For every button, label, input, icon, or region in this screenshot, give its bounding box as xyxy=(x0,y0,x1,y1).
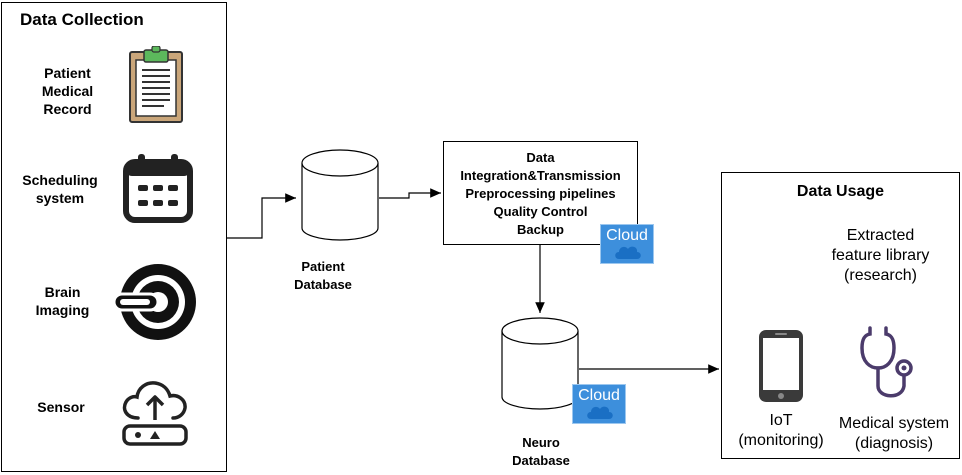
stethoscope-icon xyxy=(860,326,913,398)
neuro-cloud-label: Cloud xyxy=(578,387,620,404)
scheduling-system-label: Scheduling system xyxy=(22,172,98,206)
medical-system-label: Medical system (diagnosis) xyxy=(838,415,950,452)
data-usage-title: Data Usage xyxy=(796,183,885,200)
processing-line-integration: Integration&Transmission xyxy=(460,168,621,183)
processing-line-backup: Backup xyxy=(517,222,564,237)
patient-database-cylinder xyxy=(301,149,379,241)
patient-medical-record-label: Patient Medical Record xyxy=(41,65,94,117)
cloud-icon xyxy=(587,406,613,419)
processing-cloud-badge: Cloud xyxy=(600,224,654,264)
calendar-icon xyxy=(123,154,193,223)
connector-collection-to-patient-db xyxy=(227,193,296,239)
processing-line-quality: Quality Control xyxy=(493,204,588,219)
clipboard-icon xyxy=(129,46,183,123)
brain-imaging-label: Brain Imaging xyxy=(35,284,90,318)
processing-line-preprocessing: Preprocessing pipelines xyxy=(465,186,616,201)
data-collection-title: Data Collection xyxy=(20,10,144,29)
mri-scanner-icon xyxy=(112,264,196,340)
neuro-database-label: Neuro Database xyxy=(512,435,570,468)
cloud-icon xyxy=(615,246,641,259)
smartphone-icon xyxy=(759,330,803,402)
iot-label: IoT (monitoring) xyxy=(738,412,824,449)
connector-patient-db-to-processing xyxy=(379,188,441,199)
feature-library-label: Extracted feature library (research) xyxy=(831,227,930,284)
processing-text: Data Integration&Transmission Preprocess… xyxy=(443,149,638,239)
data-usage-panel xyxy=(721,172,960,459)
neuro-database-cylinder xyxy=(501,317,579,410)
data-collection-panel xyxy=(1,2,227,472)
processing-line-data: Data xyxy=(526,150,555,165)
neuro-cloud-badge: Cloud xyxy=(572,384,626,424)
sensor-label: Sensor xyxy=(37,399,85,415)
patient-database-label: Patient Database xyxy=(294,259,352,292)
processing-cloud-label: Cloud xyxy=(606,227,648,244)
cloud-upload-icon xyxy=(122,381,188,446)
